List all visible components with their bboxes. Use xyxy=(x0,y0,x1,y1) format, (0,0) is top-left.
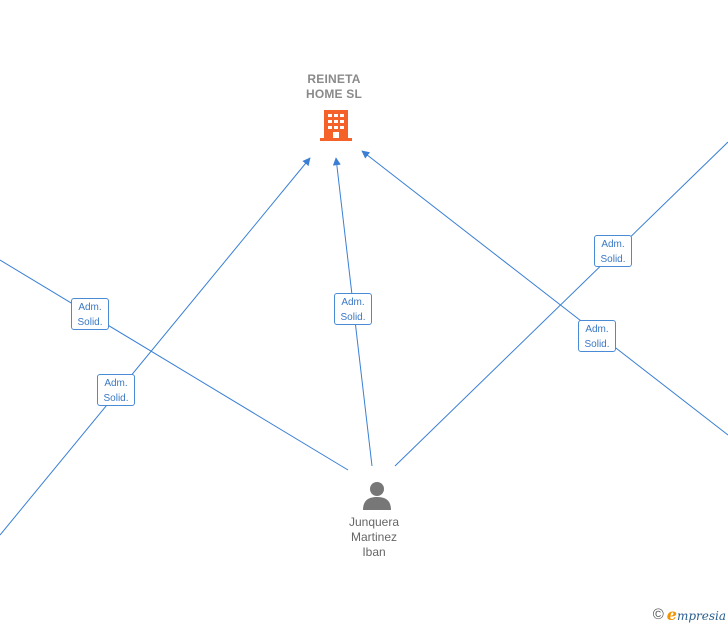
company-name-line-2: HOME SL xyxy=(305,87,363,101)
edge-label-type: Solid. xyxy=(584,339,610,350)
brand-logo: empresia xyxy=(667,605,726,626)
person-icon[interactable] xyxy=(361,480,393,510)
edge-label-1[interactable]: Adm. Solid. xyxy=(71,298,109,330)
edge-label-role: Adm. xyxy=(601,239,625,250)
company-name[interactable]: REINETA HOME SL xyxy=(284,72,384,102)
edge-label-role: Adm. xyxy=(341,297,365,308)
brand-initial: e xyxy=(666,604,677,624)
edge-label-4[interactable]: Adm. Solid. xyxy=(594,235,632,267)
person-name-line-1: Junquera xyxy=(348,515,400,529)
edge-line-person-to-right xyxy=(394,141,728,467)
footer-brand[interactable]: © empresia xyxy=(653,605,726,625)
edge-line-right-to-company xyxy=(361,150,728,436)
person-name-line-2: Martinez xyxy=(350,530,397,544)
person-name-line-3: Iban xyxy=(362,545,386,559)
edge-label-type: Solid. xyxy=(600,254,626,265)
edge-label-role: Adm. xyxy=(104,378,128,389)
person-name[interactable]: Junquera Martinez Iban xyxy=(324,515,424,560)
edge-label-5[interactable]: Adm. Solid. xyxy=(578,320,616,352)
brand-name: mpresia xyxy=(676,608,726,623)
company-name-line-1: REINETA xyxy=(307,72,361,86)
edge-line-left-to-person xyxy=(0,259,349,471)
edge-label-3[interactable]: Adm. Solid. xyxy=(334,293,372,325)
edge-label-role: Adm. xyxy=(78,302,102,313)
edge-label-2[interactable]: Adm. Solid. xyxy=(97,374,135,406)
edge-label-type: Solid. xyxy=(77,317,103,328)
building-icon[interactable] xyxy=(320,108,352,142)
edge-line-bottomleft-to-company xyxy=(0,157,311,536)
copyright-icon: © xyxy=(652,606,664,623)
edge-label-type: Solid. xyxy=(103,393,129,404)
edge-label-type: Solid. xyxy=(340,312,366,323)
edge-label-role: Adm. xyxy=(585,324,609,335)
